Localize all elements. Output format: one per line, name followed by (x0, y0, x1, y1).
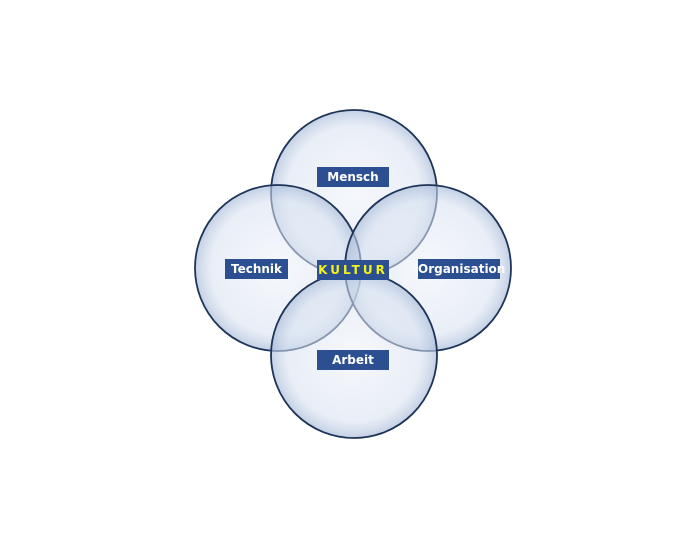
label-mensch: Mensch (317, 167, 389, 187)
label-arbeit: Arbeit (317, 350, 389, 370)
label-kultur: KULTUR (317, 260, 389, 280)
label-organisation: Organisation (418, 259, 505, 279)
label-technik: Technik (225, 259, 288, 279)
